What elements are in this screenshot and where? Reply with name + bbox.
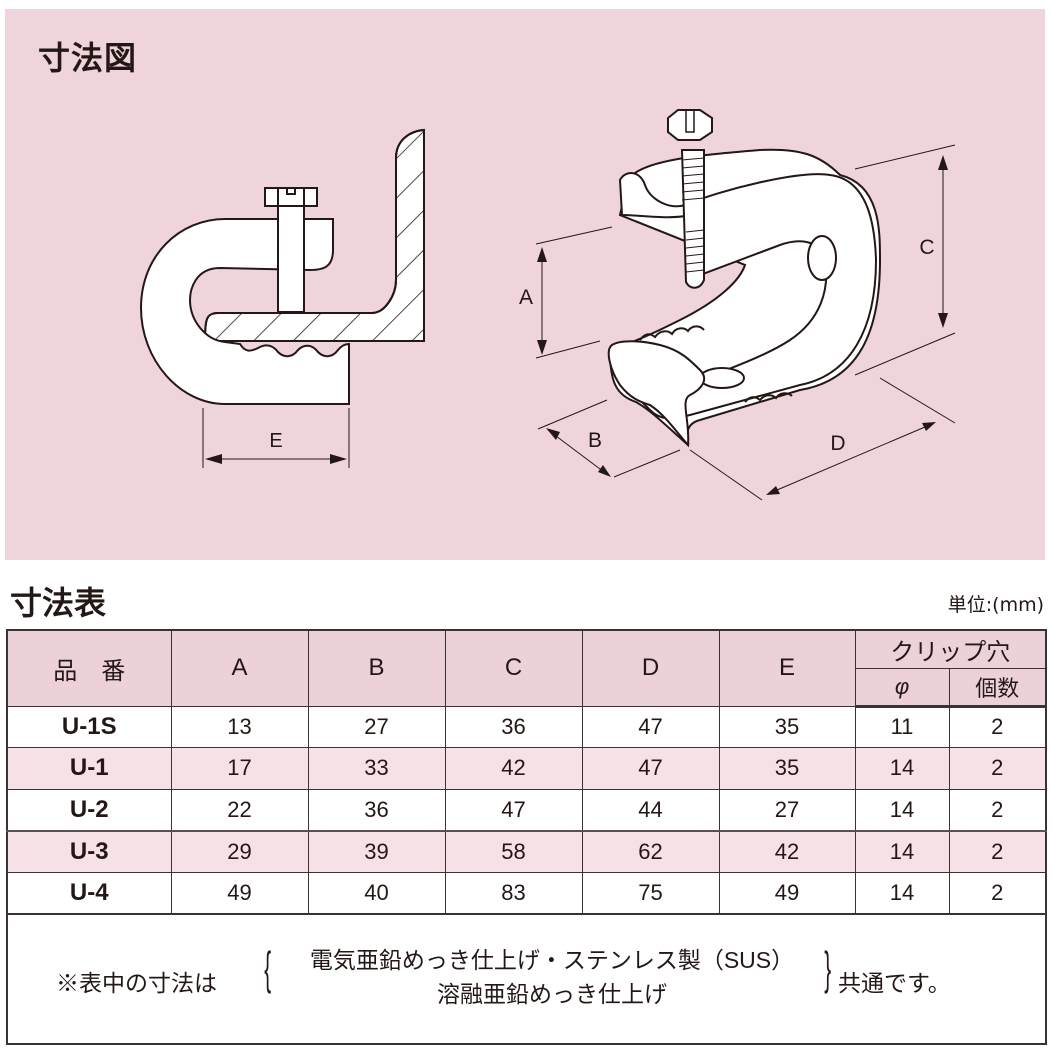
table-row: U-4 49 40 83 75 49 14 2 <box>6 871 1047 914</box>
table-row: U-1S 13 27 36 47 35 11 2 <box>6 705 1047 748</box>
note-suffix: 共通です。 <box>838 969 951 996</box>
label-d: D <box>830 432 845 455</box>
note-prefix: ※表中の寸法は <box>56 969 217 996</box>
cell-phi: 11 <box>854 705 950 748</box>
cell-phi: 14 <box>854 871 950 914</box>
label-a: A <box>519 286 533 309</box>
table-title: 寸法表 <box>10 584 107 622</box>
note-line-1: 電気亜鉛めっき仕上げ・ステンレス製（SUS） <box>309 946 795 973</box>
cell-phi: 14 <box>854 829 950 873</box>
cell-c: 47 <box>444 788 583 831</box>
header-e: E <box>718 629 856 707</box>
cell-d: 47 <box>581 705 720 748</box>
cell-count: 2 <box>948 871 1047 914</box>
cell-b: 33 <box>307 747 446 790</box>
table-row: U-3 29 39 58 62 42 14 2 <box>6 829 1047 873</box>
table-row: U-2 22 36 47 44 27 14 2 <box>6 788 1047 831</box>
cell-e: 49 <box>718 871 856 914</box>
header-count: 個数 <box>948 667 1047 708</box>
header-c: C <box>444 629 583 707</box>
cell-e: 35 <box>718 705 856 748</box>
cell-a: 17 <box>170 747 309 790</box>
note-line-2: 溶融亜鉛めっき仕上げ <box>437 980 667 1007</box>
header-clip-hole: クリップ穴 <box>854 629 1047 669</box>
side-view-drawing <box>139 128 425 468</box>
cell-e: 35 <box>718 747 856 790</box>
cell-phi: 14 <box>854 747 950 790</box>
cell-code: U-3 <box>6 829 172 873</box>
perspective-view-drawing <box>535 109 956 501</box>
cell-d: 62 <box>581 829 720 873</box>
cell-count: 2 <box>948 747 1047 790</box>
cell-a: 49 <box>170 871 309 914</box>
label-c: C <box>919 236 934 259</box>
cell-c: 36 <box>444 705 583 748</box>
header-a: A <box>170 629 309 707</box>
cell-d: 75 <box>581 871 720 914</box>
right-brace: } <box>824 941 832 994</box>
cell-a: 22 <box>170 788 309 831</box>
cell-e: 42 <box>718 829 856 873</box>
diagram-title: 寸法図 <box>38 39 138 77</box>
cell-b: 40 <box>307 871 446 914</box>
table-row: U-1 17 33 42 47 35 14 2 <box>6 747 1047 790</box>
dimension-diagram-panel: 寸法図 <box>5 9 1045 560</box>
note-row: ※表中の寸法は { 電気亜鉛めっき仕上げ・ステンレス製（SUS） 溶融亜鉛めっき… <box>6 912 1047 1044</box>
cell-e: 27 <box>718 788 856 831</box>
left-brace: { <box>264 941 272 994</box>
header-d: D <box>581 629 720 707</box>
cell-code: U-4 <box>6 871 172 914</box>
footnote: ※表中の寸法は { 電気亜鉛めっき仕上げ・ステンレス製（SUS） 溶融亜鉛めっき… <box>8 915 1045 1043</box>
header-code: 品 番 <box>6 629 172 707</box>
cell-d: 47 <box>581 747 720 790</box>
cell-d: 44 <box>581 788 720 831</box>
cell-count: 2 <box>948 788 1047 831</box>
cell-b: 39 <box>307 829 446 873</box>
cell-code: U-1 <box>6 747 172 790</box>
cell-code: U-2 <box>6 788 172 831</box>
cell-b: 36 <box>307 788 446 831</box>
cell-code: U-1S <box>6 705 172 748</box>
header-b: B <box>307 629 446 707</box>
cell-c: 58 <box>444 829 583 873</box>
cell-a: 13 <box>170 705 309 748</box>
dimension-drawings: E <box>139 109 956 501</box>
label-b: B <box>588 429 602 452</box>
cell-count: 2 <box>948 705 1047 748</box>
cell-b: 27 <box>307 705 446 748</box>
header-phi: φ <box>854 667 950 708</box>
unit-label: 単位:(mm) <box>947 594 1044 616</box>
cell-c: 42 <box>444 747 583 790</box>
cell-c: 83 <box>444 871 583 914</box>
cell-a: 29 <box>170 829 309 873</box>
label-e: E <box>269 430 282 452</box>
cell-count: 2 <box>948 829 1047 873</box>
dimension-table: 品 番 A B C D E クリップ穴 φ 個数 U-1S 13 27 36 4… <box>6 629 1047 1045</box>
cell-phi: 14 <box>854 788 950 831</box>
